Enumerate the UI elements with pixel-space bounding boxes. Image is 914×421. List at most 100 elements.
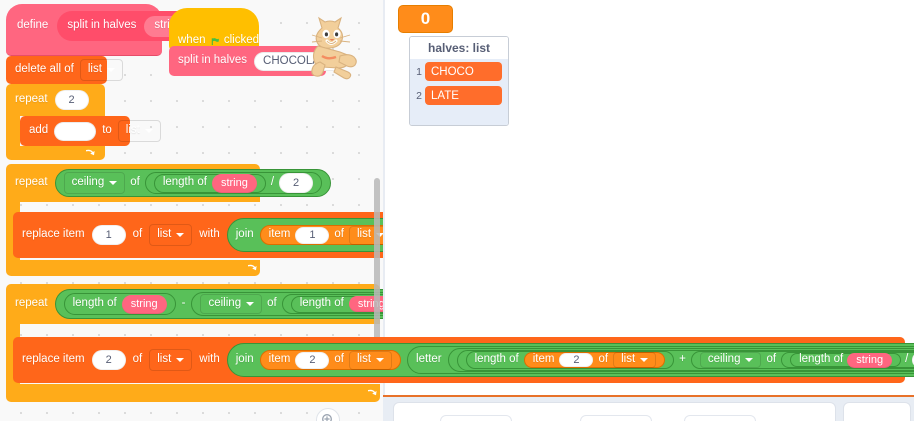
minus-symbol: - bbox=[181, 297, 186, 310]
string-variable[interactable]: string bbox=[211, 173, 257, 193]
ceiling-operator-block-3[interactable]: ceiling of length of string / 2 bbox=[191, 292, 383, 316]
length-of-label-3b: length of bbox=[299, 297, 344, 310]
divide-operator-block-3[interactable]: length of string / 2 bbox=[281, 294, 383, 314]
join-block-2[interactable]: join item 2 of list letter leng bbox=[226, 343, 914, 377]
item-of-list-block-1[interactable]: item 1 of list bbox=[259, 225, 383, 245]
repeat-2-block[interactable]: repeat 2 bbox=[6, 84, 105, 116]
divide-operator-block[interactable]: length of string / 2 bbox=[144, 172, 323, 194]
repeat-remainder-loop-arrow-icon bbox=[368, 389, 377, 396]
item1-index-input[interactable]: 1 bbox=[295, 226, 330, 244]
add-label: add bbox=[29, 124, 49, 137]
list-monitor-body[interactable]: 1 CHOCO 2 LATE bbox=[410, 59, 508, 125]
list-item[interactable]: 1 CHOCO bbox=[410, 61, 508, 82]
ceiling-operator-block-2[interactable]: ceiling of length of string / bbox=[690, 351, 914, 369]
repeat-remainder-block[interactable]: repeat length of string - ceiling of bbox=[6, 284, 383, 324]
repeat-2-bottom-arm bbox=[6, 146, 105, 160]
plus-block-2-outer[interactable]: length of item 2 of list bbox=[447, 348, 914, 372]
ceiling-operator-block[interactable]: ceiling of length of string / 2 bbox=[54, 169, 332, 197]
repeat-ceiling-block[interactable]: repeat ceiling of length of string / 2 bbox=[6, 164, 332, 202]
delete-all-label: delete all of bbox=[15, 63, 74, 76]
add-list-dropdown[interactable]: list bbox=[117, 120, 161, 142]
sprite-pane[interactable] bbox=[393, 402, 836, 421]
repeat-ceiling-bottom-arm bbox=[6, 260, 260, 276]
divisor-input[interactable]: 2 bbox=[279, 173, 314, 193]
add-list-label: list bbox=[125, 124, 140, 137]
call-proc-name: split in halves bbox=[178, 54, 248, 67]
item2-index-input[interactable]: 2 bbox=[295, 351, 330, 369]
ceiling-op-label-2: ceiling bbox=[707, 353, 741, 366]
join-block-1[interactable]: join item 1 of list letter bbox=[226, 218, 383, 252]
replace1-list-dropdown[interactable]: list bbox=[149, 224, 193, 246]
item2-list-dropdown[interactable]: list bbox=[348, 350, 393, 370]
list-item-value[interactable]: LATE bbox=[425, 86, 502, 105]
inner-item2-list-dropdown[interactable]: list bbox=[613, 352, 657, 368]
sprite-card[interactable] bbox=[580, 415, 652, 421]
length-of-label-2b: length of bbox=[799, 353, 844, 366]
zoom-controls[interactable] bbox=[316, 408, 380, 421]
stage-selector-pane[interactable] bbox=[843, 402, 911, 421]
repeat-remainder-bottom-arm bbox=[6, 384, 380, 402]
add-value-input[interactable] bbox=[54, 121, 97, 141]
inner-item2-index-input[interactable]: 2 bbox=[559, 353, 594, 367]
item-of-list-block-2[interactable]: item 2 of list bbox=[259, 350, 402, 370]
list-item-index: 1 bbox=[416, 65, 422, 78]
sprite-card[interactable] bbox=[440, 415, 512, 421]
green-flag-icon bbox=[211, 38, 219, 46]
define-block[interactable]: define split in halves string bbox=[6, 4, 199, 56]
plus-block-2-inner[interactable]: length of item 2 of list bbox=[456, 349, 914, 371]
string-variable-2b[interactable]: string bbox=[847, 352, 893, 368]
length-of-label-2: length of bbox=[474, 353, 519, 366]
replace2-index-input[interactable]: 2 bbox=[91, 350, 126, 370]
code-workspace[interactable]: define split in halves string delete all… bbox=[0, 0, 383, 421]
add-to-list-block[interactable]: add to list bbox=[20, 116, 161, 146]
length-of-block[interactable]: length of string bbox=[153, 173, 266, 193]
length-of-item-block-2[interactable]: length of item 2 of list bbox=[465, 351, 675, 369]
replace-item-2-block[interactable]: replace item 2 of list with join item 2 … bbox=[13, 337, 914, 383]
workspace-vertical-scrollbar[interactable] bbox=[374, 178, 380, 358]
length-of-block-3a[interactable]: length of string bbox=[63, 293, 176, 315]
bottom-panel-strip bbox=[383, 395, 914, 421]
panel-top-rule bbox=[383, 395, 914, 397]
length-of-block-3b[interactable]: length of string bbox=[290, 295, 383, 313]
delete-all-of-list-block[interactable]: delete all of list bbox=[6, 56, 123, 84]
list-item-value[interactable]: CHOCO bbox=[425, 62, 502, 81]
sprite-card[interactable] bbox=[684, 415, 756, 421]
ceiling-op-label: ceiling bbox=[71, 176, 105, 189]
length-of-string-block-2[interactable]: length of string bbox=[790, 352, 902, 368]
repeat-ceiling-loop-arrow-icon bbox=[248, 264, 257, 271]
divisor-input-2[interactable]: 2 bbox=[912, 352, 914, 368]
replace1-index-input[interactable]: 1 bbox=[91, 225, 126, 245]
ceiling-dropdown[interactable]: ceiling bbox=[63, 172, 126, 194]
stage[interactable]: 0 halves: list 1 CHOCO 2 LATE bbox=[385, 0, 914, 395]
letter-of-block-2[interactable]: letter length of item 2 of list bbox=[407, 346, 914, 374]
plus2-first-symbol: + bbox=[679, 353, 686, 366]
ceiling-of-label-3: of bbox=[267, 297, 277, 310]
replace-item-1-block[interactable]: replace item 1 of list with join item 1 … bbox=[13, 212, 383, 258]
zoom-in-button[interactable] bbox=[316, 408, 340, 421]
chevron-down-icon bbox=[246, 302, 255, 306]
string-variable-3a[interactable]: string bbox=[121, 294, 167, 314]
ceiling-dropdown-2[interactable]: ceiling bbox=[699, 352, 762, 368]
inner-item-of-list-block-2[interactable]: item 2 of list bbox=[523, 352, 666, 368]
list-monitor[interactable]: halves: list 1 CHOCO 2 LATE bbox=[409, 36, 509, 126]
delete-all-list-dropdown[interactable]: list bbox=[79, 59, 123, 81]
when-green-flag-clicked-block[interactable]: when clicked bbox=[169, 8, 259, 50]
inner-item2-label: item bbox=[532, 353, 555, 366]
ceiling-op-label-3: ceiling bbox=[208, 297, 242, 310]
chevron-down-icon bbox=[176, 358, 185, 362]
scratch-cat-sprite bbox=[311, 16, 357, 80]
list-item[interactable]: 2 LATE bbox=[410, 85, 508, 106]
list-monitor-title: halves: list bbox=[410, 37, 508, 59]
when-label: when bbox=[178, 33, 206, 46]
minus-operator-block[interactable]: length of string - ceiling of length of bbox=[54, 289, 383, 319]
ceiling-dropdown-3[interactable]: ceiling bbox=[200, 294, 263, 314]
repeat1-times-input[interactable]: 2 bbox=[54, 90, 89, 110]
variable-monitor[interactable]: 0 bbox=[398, 5, 453, 33]
define-param-label: string bbox=[154, 20, 182, 32]
replace1-of-label: of bbox=[132, 228, 143, 241]
replace2-with-label: with bbox=[199, 353, 220, 366]
chevron-down-icon bbox=[745, 358, 754, 362]
divide-operator-block-2[interactable]: length of string / 2 bbox=[781, 352, 914, 368]
workspace-stage-divider bbox=[383, 0, 385, 421]
replace2-list-dropdown[interactable]: list bbox=[149, 349, 193, 371]
